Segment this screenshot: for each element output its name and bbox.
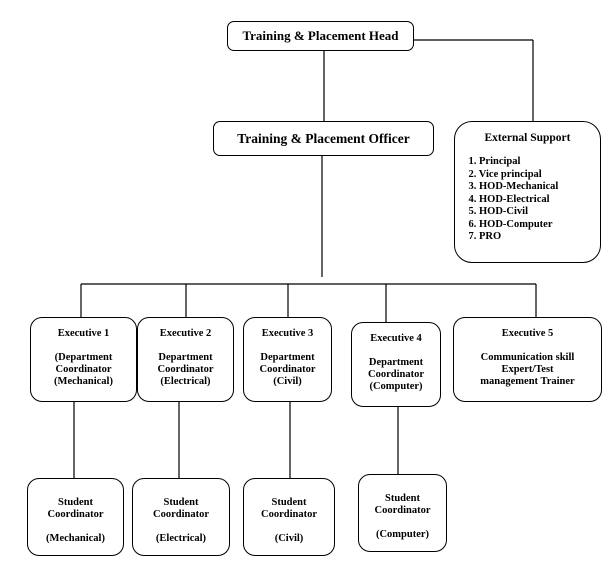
head-label: Training & Placement Head — [242, 28, 399, 43]
executive-title: Executive 3 — [261, 328, 314, 339]
student-dept: (Civil) — [274, 533, 304, 544]
student-line: Coordinator — [153, 509, 209, 520]
external-support-list: 1. Principal 2. Vice principal 3. HOD-Me… — [469, 156, 587, 244]
student-line: Student — [384, 493, 420, 504]
support-item: 6. HOD-Computer — [468, 218, 553, 230]
executive-1-box: Executive 1 (Department Coordinator (Mec… — [30, 317, 137, 402]
student-coordinator-3-box: Student Coordinator (Civil) — [243, 478, 335, 556]
support-item: 4. HOD-Electrical — [468, 193, 550, 205]
executive-3-box: Executive 3 Department Coordinator (Civi… — [243, 317, 332, 402]
executive-line: Coordinator — [157, 364, 214, 375]
student-line: Coordinator — [261, 509, 317, 520]
executive-title: Executive 2 — [159, 328, 212, 339]
executive-line: (Computer) — [369, 381, 423, 392]
student-line: Student — [163, 497, 199, 508]
executive-line: Coordinator — [368, 369, 424, 380]
support-item: 5. HOD-Civil — [468, 206, 529, 217]
executive-line: Expert/Test — [501, 364, 554, 375]
student-line: Coordinator — [374, 505, 431, 516]
officer-label: Training & Placement Officer — [237, 130, 410, 146]
student-line: Student — [271, 497, 307, 508]
student-coordinator-2-box: Student Coordinator (Electrical) — [132, 478, 230, 556]
executive-title: Executive 4 — [370, 333, 422, 344]
executive-line: management Trainer — [480, 376, 575, 387]
executive-line: Coordinator — [55, 364, 112, 375]
head-box: Training & Placement Head — [227, 21, 414, 51]
executive-line: Department — [260, 352, 315, 363]
support-item: 1. Principal — [468, 156, 521, 167]
external-support-box: External Support 1. Principal 2. Vice pr… — [454, 121, 601, 263]
student-coordinator-1-box: Student Coordinator (Mechanical) — [27, 478, 124, 556]
student-line: Coordinator — [47, 509, 104, 520]
executive-line: (Civil) — [273, 376, 302, 387]
executive-4-box: Executive 4 Department Coordinator (Comp… — [351, 322, 441, 407]
executive-5-box: Executive 5 Communication skill Expert/T… — [453, 317, 602, 402]
student-coordinator-4-box: Student Coordinator (Computer) — [358, 474, 447, 552]
officer-box: Training & Placement Officer — [213, 121, 434, 156]
executive-title: Executive 5 — [501, 328, 554, 339]
executive-line: Communication skill — [480, 352, 575, 363]
student-line: Student — [57, 497, 93, 508]
executive-title: Executive 1 — [57, 328, 110, 339]
executive-line: Department — [158, 352, 213, 363]
executive-line: (Mechanical) — [54, 376, 113, 387]
executive-line: (Electrical) — [160, 376, 211, 387]
executive-line: Coordinator — [259, 364, 316, 375]
support-item: 3. HOD-Mechanical — [468, 181, 559, 192]
support-item: 2. Vice principal — [468, 168, 542, 180]
executive-line: Department — [368, 357, 424, 368]
executive-line: (Department — [54, 352, 113, 363]
support-item: 7. PRO — [468, 231, 502, 242]
student-dept: (Computer) — [375, 529, 430, 540]
student-dept: (Electrical) — [155, 533, 207, 544]
external-support-title: External Support — [484, 132, 571, 144]
executive-2-box: Executive 2 Department Coordinator (Elec… — [137, 317, 234, 402]
student-dept: (Mechanical) — [46, 533, 105, 544]
